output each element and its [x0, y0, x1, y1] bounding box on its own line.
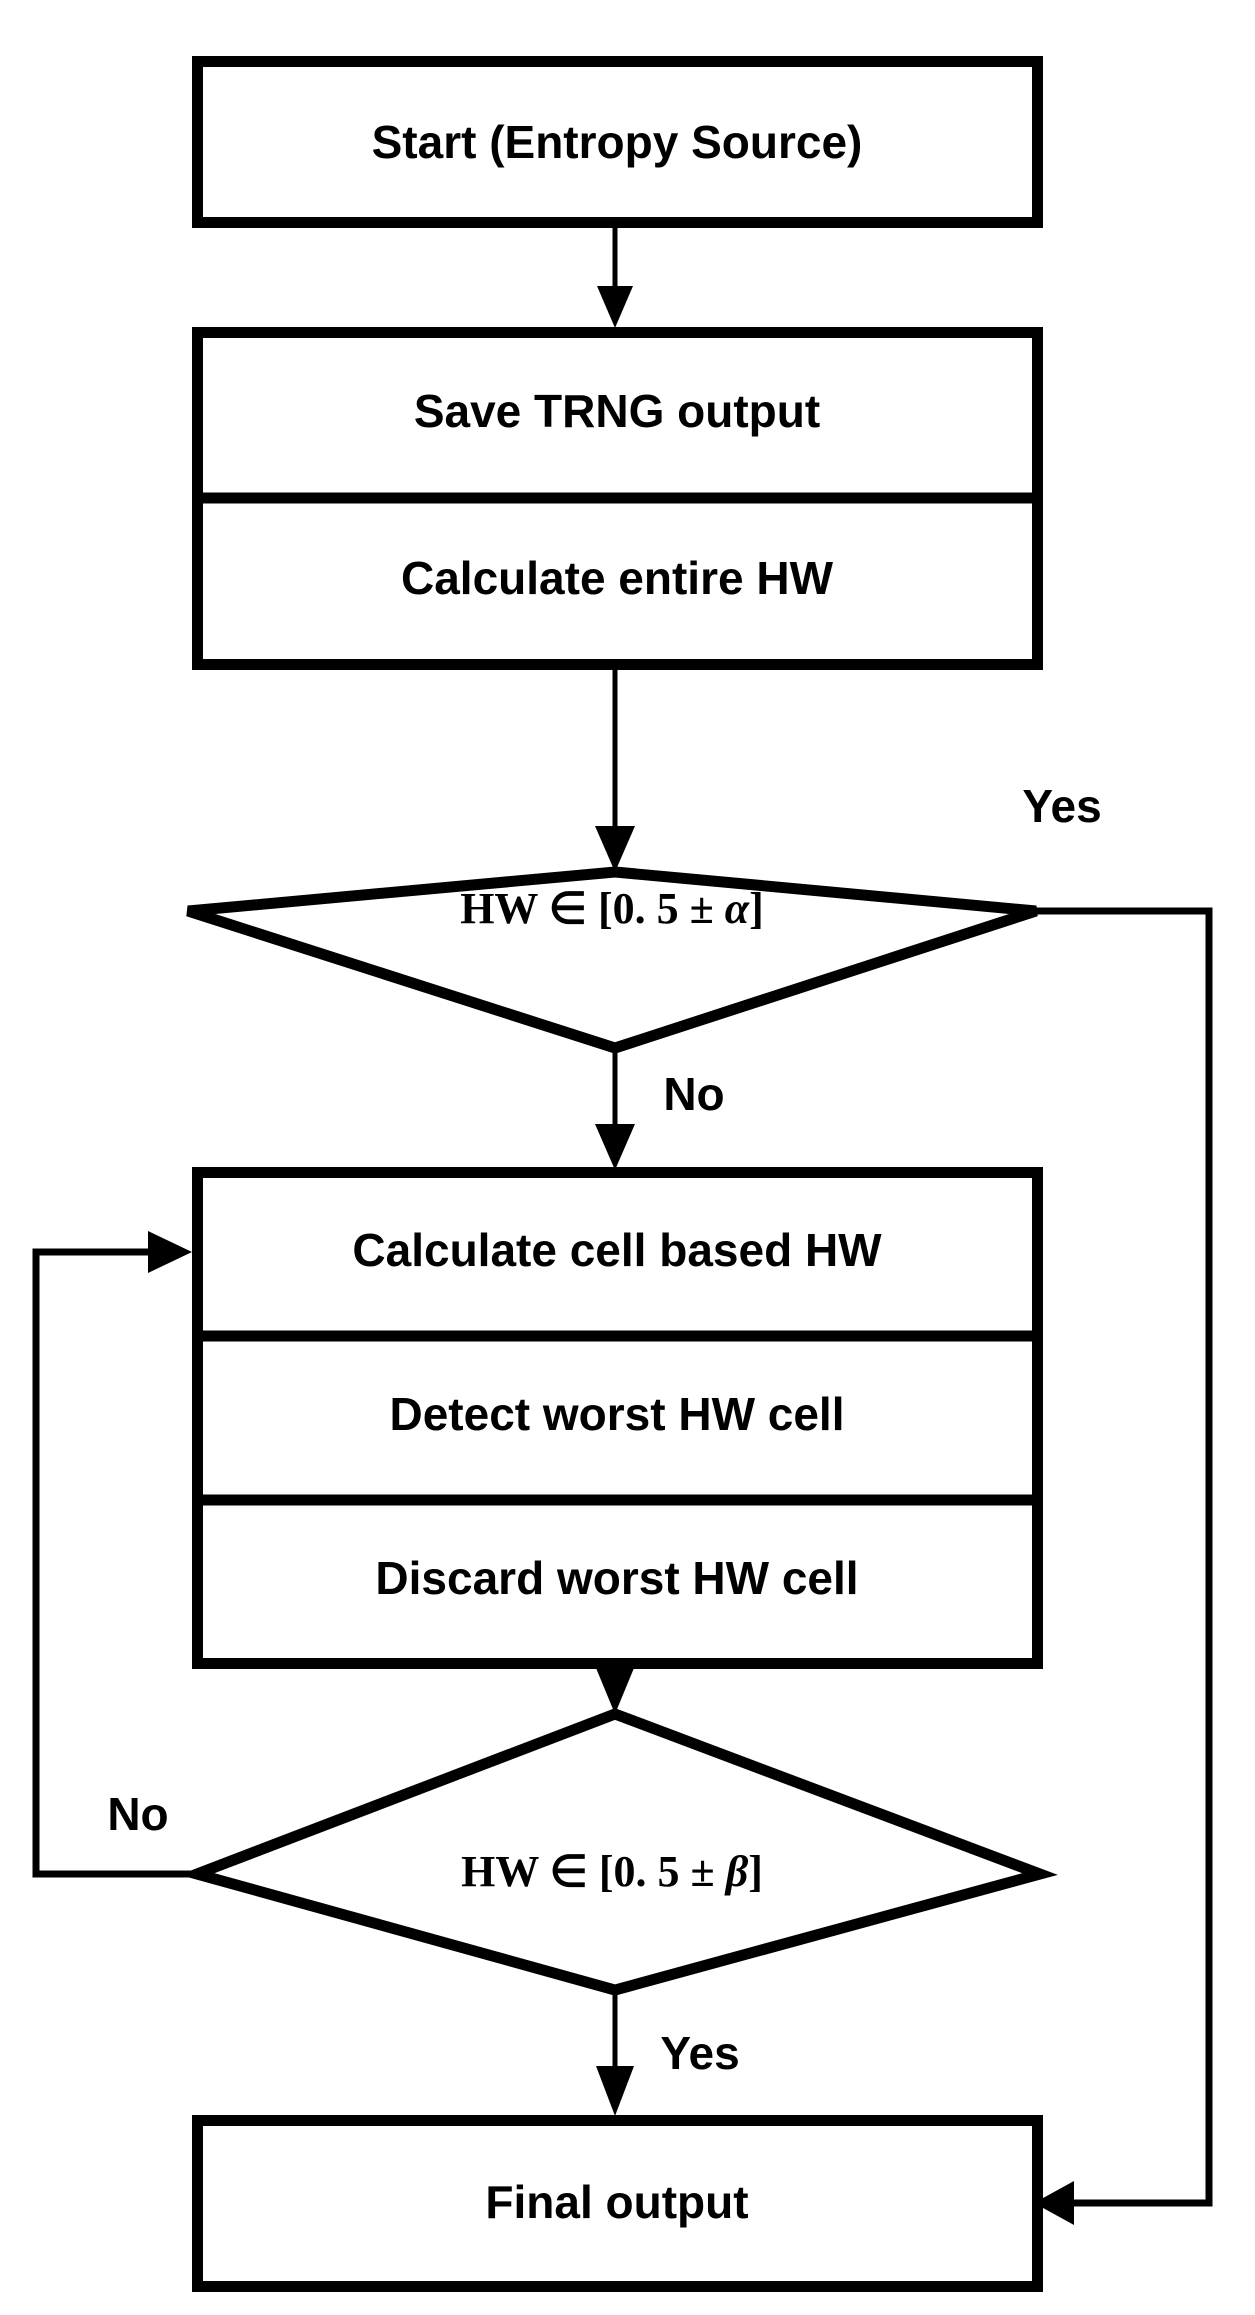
node-start[interactable]: Start (Entropy Source)	[192, 56, 1043, 228]
edge-decision-alpha-yes	[1034, 907, 1213, 2225]
node-start-label: Start (Entropy Source)	[372, 116, 863, 168]
node-detect-worst-label: Detect worst HW cell	[390, 1388, 845, 1440]
node-calc-cell-hw-label: Calculate cell based HW	[352, 1224, 882, 1276]
node-cell-steps-group[interactable]: Calculate cell based HW Detect worst HW …	[192, 1167, 1043, 1669]
edge-save-to-decision-alpha	[595, 670, 635, 872]
node-save-calc-group[interactable]: Save TRNG output Calculate entire HW	[192, 327, 1043, 670]
edge-label-alpha-no: No	[663, 1068, 724, 1120]
edge-decision-alpha-no	[595, 1048, 635, 1170]
node-save-trng-label: Save TRNG output	[414, 385, 820, 437]
node-final-output-label: Final output	[485, 2176, 748, 2228]
edge-decision-beta-no	[32, 1231, 197, 1878]
node-decision-beta-label: HW ∈ [0. 5 ± β]	[461, 1847, 763, 1896]
edge-cells-to-decision-beta	[596, 1663, 634, 1714]
node-decision-alpha-label: HW ∈ [0. 5 ± α]	[460, 884, 764, 933]
node-discard-worst-label: Discard worst HW cell	[375, 1552, 858, 1604]
node-decision-beta[interactable]: HW ∈ [0. 5 ± β]	[179, 1708, 1058, 1996]
edge-label-alpha-yes: Yes	[1022, 780, 1101, 832]
node-final-output[interactable]: Final output	[192, 2115, 1043, 2292]
node-decision-alpha[interactable]: HW ∈ [0. 5 ± α]	[186, 866, 1038, 1054]
edge-label-beta-yes: Yes	[660, 2027, 739, 2079]
edge-label-beta-no: No	[107, 1788, 168, 1840]
edge-start-to-save	[597, 228, 633, 328]
node-calc-entire-hw-label: Calculate entire HW	[401, 552, 834, 604]
edge-decision-beta-yes	[596, 1990, 634, 2116]
